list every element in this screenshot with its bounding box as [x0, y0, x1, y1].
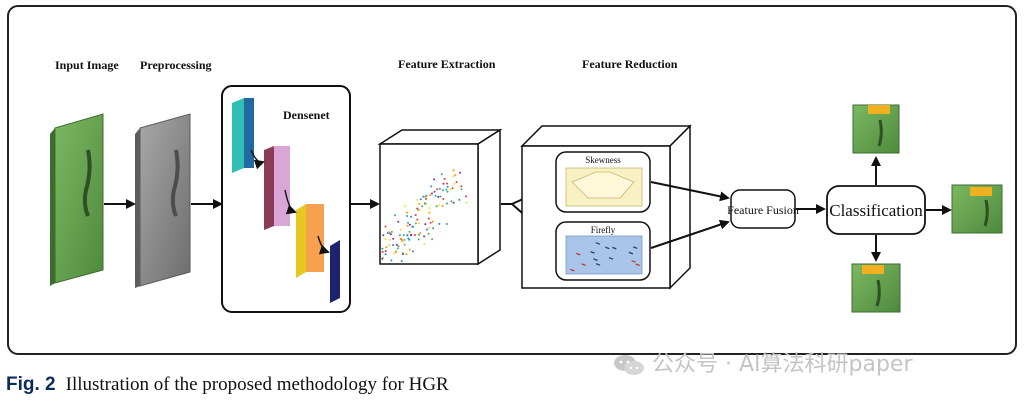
watermark-text: 公众号 · AI算法科研paper	[652, 352, 913, 377]
firefly-card: Firefly	[555, 221, 651, 281]
classification-box	[826, 185, 926, 235]
arrow-skewness-to-fusion	[650, 181, 730, 202]
densenet-layers	[232, 98, 340, 303]
preprocessed-image-thumbnail	[135, 113, 191, 288]
skewness-card: Skewness	[555, 151, 651, 213]
densenet-label: Densenet	[283, 108, 330, 122]
feature-scatter-plot	[381, 169, 468, 263]
output-thumbnail-top	[852, 104, 900, 154]
input-image-thumbnail	[50, 113, 104, 286]
arrow-firefly-to-fusion	[650, 219, 730, 249]
feature-extraction-box	[377, 128, 503, 266]
wechat-icon	[614, 355, 644, 375]
input-image-label: Input Image	[55, 58, 119, 72]
caption-text: Illustration of the proposed methodology…	[65, 374, 449, 395]
firefly-label: Firefly	[591, 225, 616, 235]
output-thumbnail-right	[951, 184, 1003, 234]
feature-reduction-label: Feature Reduction	[582, 57, 678, 71]
feature-fusion-label: Feature Fusion	[727, 203, 799, 217]
output-thumbnail-bottom	[851, 263, 901, 313]
figure-number: Fig. 2	[6, 374, 56, 395]
classification-label: Classification	[829, 201, 923, 220]
watermark: 公众号 · AI算法科研paper	[612, 346, 913, 378]
feature-extraction-label: Feature Extraction	[398, 57, 496, 71]
feature-fusion-box	[730, 189, 796, 229]
figure-caption: Fig. 2 Illustration of the proposed metho…	[6, 374, 449, 396]
preprocessing-label: Preprocessing	[140, 58, 212, 72]
skewness-label: Skewness	[585, 155, 621, 165]
